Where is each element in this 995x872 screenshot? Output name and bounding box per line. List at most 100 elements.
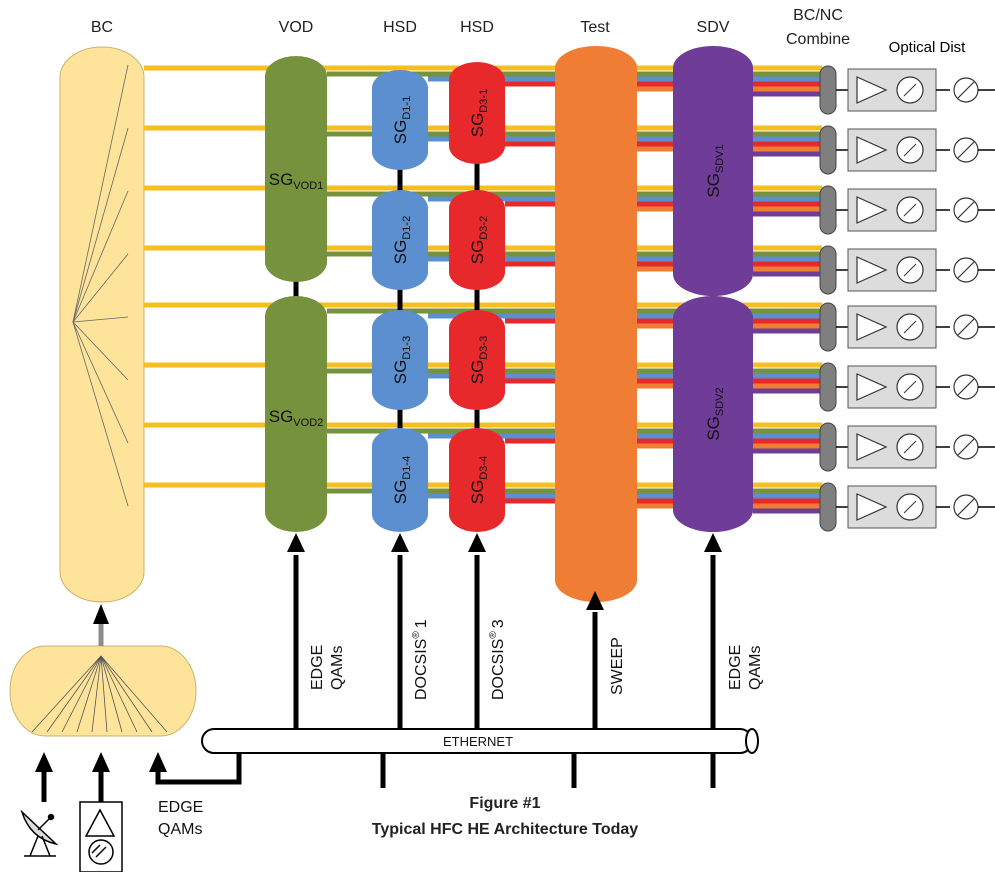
sg-vod1-tank (265, 56, 327, 282)
svg-text:SGD1-1: SGD1-1 (391, 96, 413, 144)
satellite-dish-icon (20, 809, 59, 857)
combiner-fan-line (100, 655, 168, 733)
combiner-fan-line (100, 655, 123, 733)
ethernet-taps (380, 753, 716, 788)
sg-d3-1-label: SGD3-1 (468, 89, 490, 137)
sg-sdv1-tank (673, 46, 753, 296)
docsis1-input-label: DOCSIS®1 (411, 619, 430, 700)
vod-input-label: EDGE QAMs (309, 645, 346, 690)
sg-d3-2-tank (449, 190, 505, 290)
combiner-fan-line (100, 655, 108, 733)
bc-fan-line (72, 321, 129, 507)
figure-caption-subtitle: Typical HFC HE Architecture Today (372, 821, 639, 838)
bc-fan-line (72, 253, 129, 323)
header-vod: VOD (279, 19, 314, 36)
header-test: Test (580, 19, 610, 36)
svg-text:DOCSIS®3: DOCSIS®3 (488, 619, 507, 700)
svg-text:SGSDV2: SGSDV2 (704, 387, 726, 440)
svg-text:SGD1-4: SGD1-4 (391, 456, 413, 504)
header-hsd-2: HSD (460, 19, 494, 36)
bc-fan-lines (72, 64, 129, 507)
bc-nc-combiner (819, 185, 837, 235)
bc-fan-line (72, 321, 129, 381)
docsis3-input-label: DOCSIS®3 (488, 619, 507, 700)
sg-sdv1-label: SGSDV1 (704, 144, 726, 197)
sg-vod2-label: SGVOD2 (269, 407, 324, 429)
sg-d1-2-label: SGD1-2 (391, 216, 413, 264)
combiner-fan-line (100, 655, 138, 733)
ethernet-bus-end (745, 728, 759, 754)
header-sdv: SDV (697, 19, 730, 36)
sg-d1-3-tank (372, 310, 428, 410)
bc-edge-qams-line2: QAMs (158, 821, 202, 838)
combiner-fan-line (61, 655, 102, 733)
sg-d1-4-label: SGD1-4 (391, 456, 413, 504)
sg-vod2-tank (265, 296, 327, 532)
sg-vod1-label: SGVOD1 (269, 170, 324, 192)
amplifier-icon (856, 433, 888, 461)
bc-input-lines (41, 753, 242, 802)
sg-d3-3-label: SGD3-3 (468, 336, 490, 384)
bc-input-arrow-heads (35, 752, 167, 772)
fiber-node-slash (957, 81, 975, 99)
svg-text:QAMs: QAMs (747, 646, 764, 690)
laser-arrow (903, 263, 917, 277)
sg-d3-4-label: SGD3-4 (468, 456, 490, 504)
input-arrows (293, 555, 716, 730)
bc-edge-qams-line1: EDGE (158, 799, 203, 816)
svg-text:SGSDV1: SGSDV1 (704, 144, 726, 197)
svg-text:SGD3-3: SGD3-3 (468, 336, 490, 384)
header-combine-line2: Combine (786, 31, 850, 48)
bc-nc-combiner (819, 482, 837, 532)
sweep-input-label: SWEEP (609, 637, 626, 695)
svg-text:EDGE: EDGE (309, 645, 326, 690)
sg-d1-3-label: SGD1-3 (391, 336, 413, 384)
fiber-node-slash (957, 261, 975, 279)
header-optical-dist: Optical Dist (889, 39, 967, 56)
laser-arrow (903, 500, 917, 514)
sg-d3-4-tank (449, 428, 505, 532)
svg-text:DOCSIS®1: DOCSIS®1 (411, 619, 430, 700)
amplifier-icon (856, 313, 888, 341)
laser-arrow (903, 143, 917, 157)
bc-fan-line (72, 64, 129, 323)
sg-sdv2-tank (673, 296, 753, 532)
bc-nc-combiner (819, 125, 837, 175)
combiner-fan-line (100, 655, 153, 733)
off-air-receiver-icon (79, 801, 123, 872)
amplifier-icon (856, 136, 888, 164)
sg-d1-1-label: SGD1-1 (391, 96, 413, 144)
sg-d3-1-tank (449, 62, 505, 164)
bc-nc-combiner (819, 302, 837, 352)
laser-arrow (903, 203, 917, 217)
bc-link-arrow (93, 604, 109, 624)
svg-text:SGD1-3: SGD1-3 (391, 336, 413, 384)
sg-sdv2-label: SGSDV2 (704, 387, 726, 440)
fiber-node-slash (957, 318, 975, 336)
bc-fan-line (72, 127, 129, 323)
combiner-fan-line (46, 655, 102, 733)
bc-fan-line (72, 321, 129, 444)
svg-text:SGD3-2: SGD3-2 (468, 216, 490, 264)
test-sweep-tank (555, 46, 637, 602)
svg-text:SGD3-1: SGD3-1 (468, 89, 490, 137)
figure-caption-title: Figure #1 (469, 795, 540, 812)
bc-fan-line (72, 190, 129, 323)
fiber-node-slash (957, 378, 975, 396)
combiner-fan-line (31, 655, 102, 733)
amplifier-icon (856, 493, 888, 521)
laser-arrow (903, 440, 917, 454)
optical-nodes (819, 65, 995, 532)
sdv-input-label: EDGE QAMs (727, 645, 764, 690)
bc-nc-combiner (819, 422, 837, 472)
header-hsd-1: HSD (383, 19, 417, 36)
fiber-node-slash (957, 141, 975, 159)
sg-d1-4-tank (372, 428, 428, 532)
fiber-node-slash (957, 498, 975, 516)
bc-fan-line (72, 316, 129, 323)
svg-text:EDGE: EDGE (727, 645, 744, 690)
combiner-fan-line (76, 655, 102, 733)
sg-d1-1-tank (372, 70, 428, 170)
sg-d1-2-tank (372, 190, 428, 290)
bc-combiner-fan-lines (31, 655, 168, 733)
